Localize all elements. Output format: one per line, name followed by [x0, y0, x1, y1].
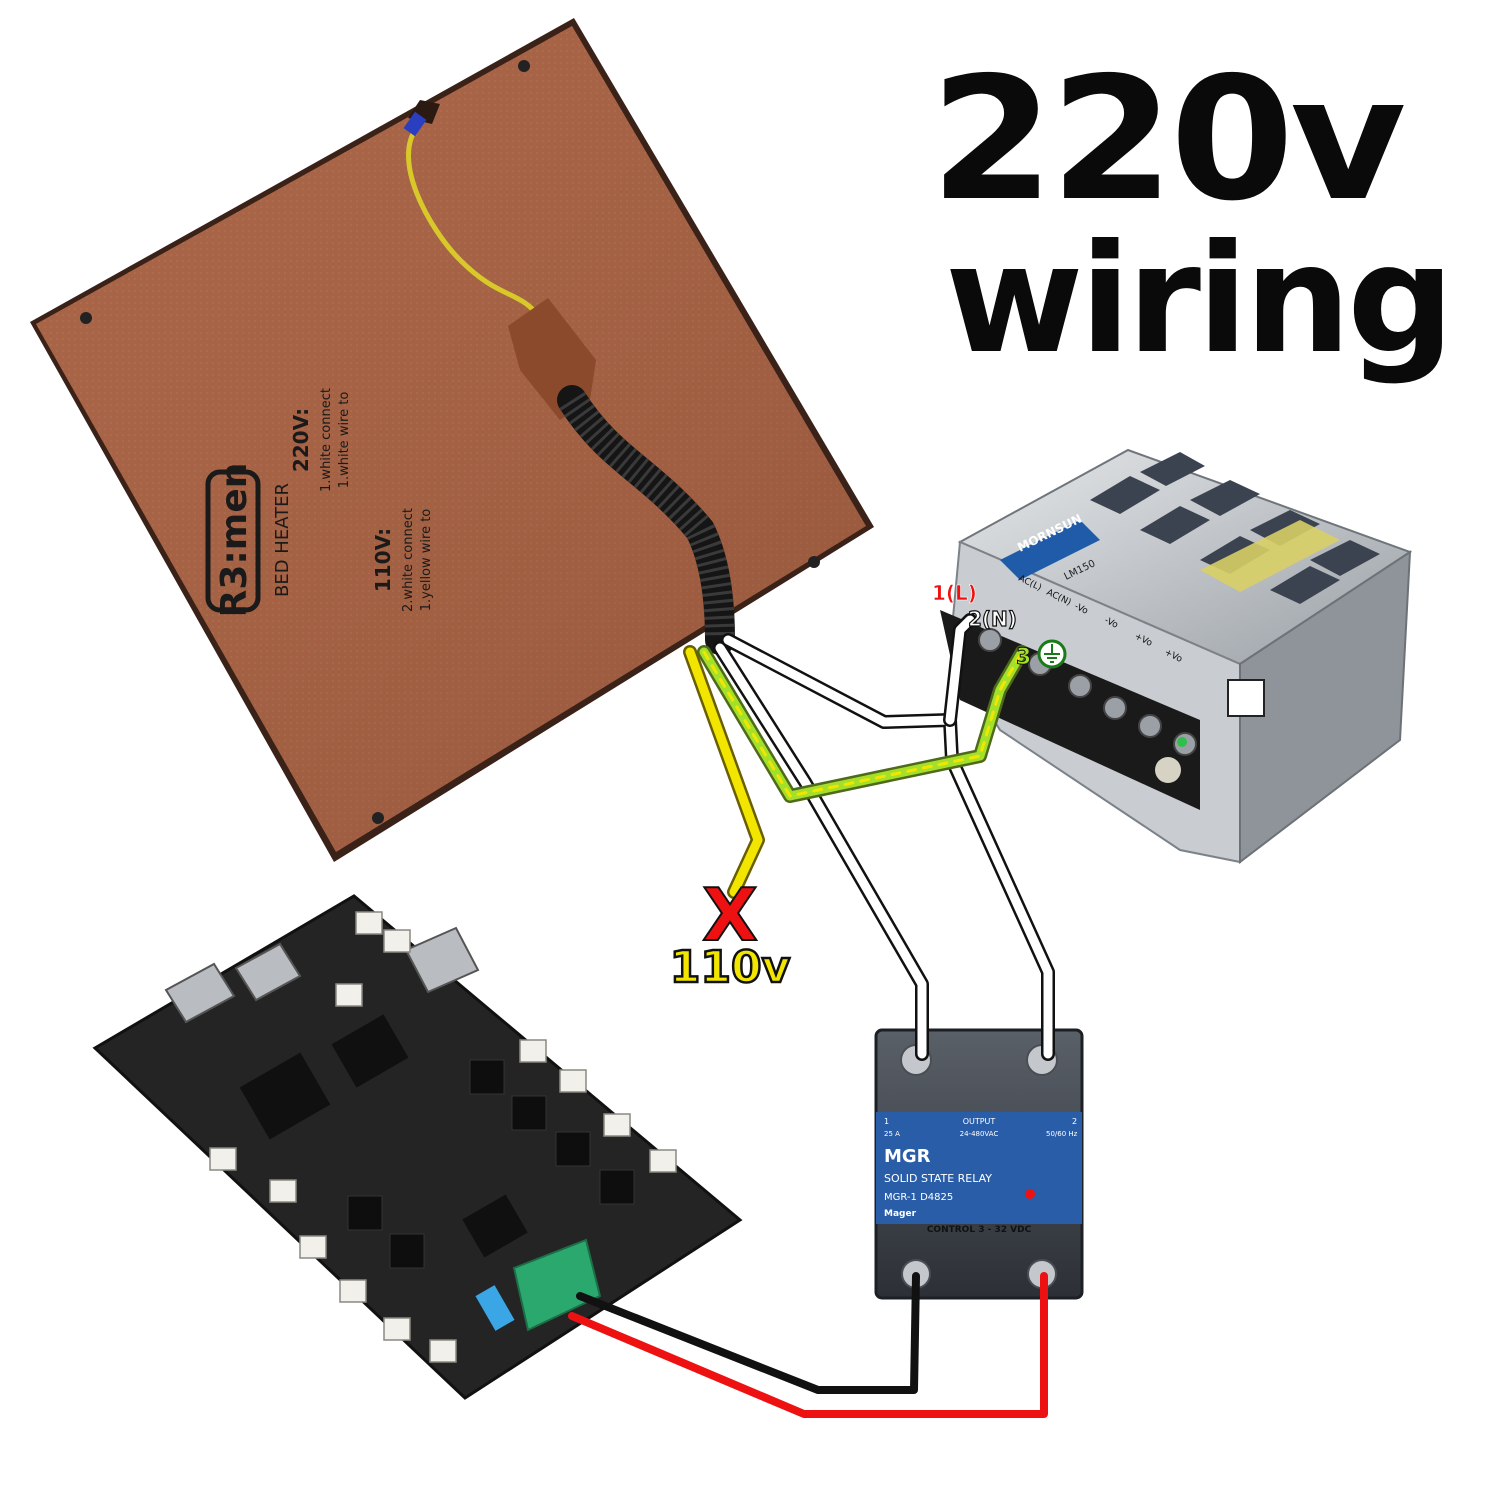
qr-code: [1227, 679, 1265, 717]
title-line-1: 220v: [930, 41, 1406, 239]
psu-pot: [1155, 757, 1181, 783]
psu-terminal-block: [940, 610, 1200, 810]
warning-110v: X 110v: [668, 872, 791, 994]
psu-l-lead: [945, 615, 975, 725]
brand-text: R3:men: [214, 463, 255, 618]
wire-black: [576, 1272, 920, 1394]
v220-note: 220V: 1.white connect 1.white wire to: [289, 388, 352, 492]
title-line-2: wiring: [945, 213, 1455, 387]
power-supply: MORNSUN LM150 AC(L) AC(N) -Vo -Vo +Vo +V…: [940, 448, 1413, 865]
ground-lead: [406, 124, 543, 320]
v110-line1: 2.white connect: [401, 508, 416, 612]
psu-side: [1239, 550, 1412, 865]
psu-vents: [1090, 452, 1380, 604]
ssr-control: CONTROL 3 - 32 VDC: [927, 1225, 1032, 1235]
psu-terminal-callouts: 1(L) 2(N) 3: [932, 581, 1067, 671]
ssr-brand: MGR: [884, 1146, 931, 1167]
psu-led: [1177, 737, 1187, 747]
stepper-heatsinks: [347, 1059, 635, 1269]
board-fuse: [475, 1285, 515, 1331]
callout-n: 2(N): [968, 607, 1017, 631]
braided-cable: [557, 385, 735, 655]
board-usb-ports: [164, 926, 480, 1024]
ssr-type: SOLID STATE RELAY: [884, 1172, 992, 1185]
brand-box: [205, 469, 261, 613]
ssr-right-num: 2: [1072, 1117, 1077, 1126]
control-board: [92, 894, 743, 1400]
label-110v: 110v: [670, 942, 791, 993]
v110-note: 110V: 2.white connect 1.yellow wire to: [371, 508, 434, 612]
ssr-voltage: 24-480VAC: [960, 1130, 999, 1138]
wire-ground-stripe: [702, 650, 1024, 798]
v110-label: 110V:: [371, 528, 395, 592]
callout-l: 1(L): [932, 581, 977, 605]
wires: [568, 613, 1055, 1418]
wire-red: [568, 1272, 1048, 1418]
v220-line1: 1.white connect: [319, 388, 334, 492]
product-text: BED HEATER: [272, 483, 293, 597]
ssr-amps: 25 A: [884, 1130, 900, 1138]
v220-label: 220V:: [289, 408, 313, 472]
board-terminal: [512, 1238, 602, 1332]
ssr-left-num: 1: [884, 1117, 889, 1126]
ground-icon: [1037, 639, 1067, 669]
wire-white-n: [723, 635, 1053, 1059]
v220-line2: 1.white wire to: [337, 392, 352, 489]
ssr-output-label: OUTPUT: [963, 1117, 996, 1126]
bed-heater: R3:men BED HEATER 220V: 1.white connect …: [30, 18, 874, 862]
callout-ground: 3: [1016, 645, 1031, 670]
psu-label-yellow: [1200, 520, 1340, 592]
sensor-clip: [403, 111, 427, 137]
wire-yellow: [685, 647, 763, 897]
wire-white-l: [715, 643, 927, 1059]
v110-line2: 1.yellow wire to: [419, 509, 434, 612]
board-chips: [239, 1014, 528, 1258]
ssr-freq: 50/60 Hz: [1046, 1130, 1078, 1138]
ssr-led: [1025, 1189, 1035, 1199]
mounting-holes: [80, 60, 820, 824]
ssr-label-panel: [876, 1112, 1082, 1224]
ssr-maker: Mager: [884, 1209, 917, 1219]
ssr-model: MGR-1 D4825: [884, 1192, 953, 1203]
heater-print: R3:men BED HEATER: [205, 463, 293, 618]
board-connectors: [209, 911, 677, 1363]
psu-brand-strip: [1000, 520, 1100, 580]
cross-mark: X: [702, 873, 758, 957]
ssr: OUTPUT 1 2 25 A 24-480VAC 50/60 Hz MGR S…: [874, 1028, 1084, 1300]
